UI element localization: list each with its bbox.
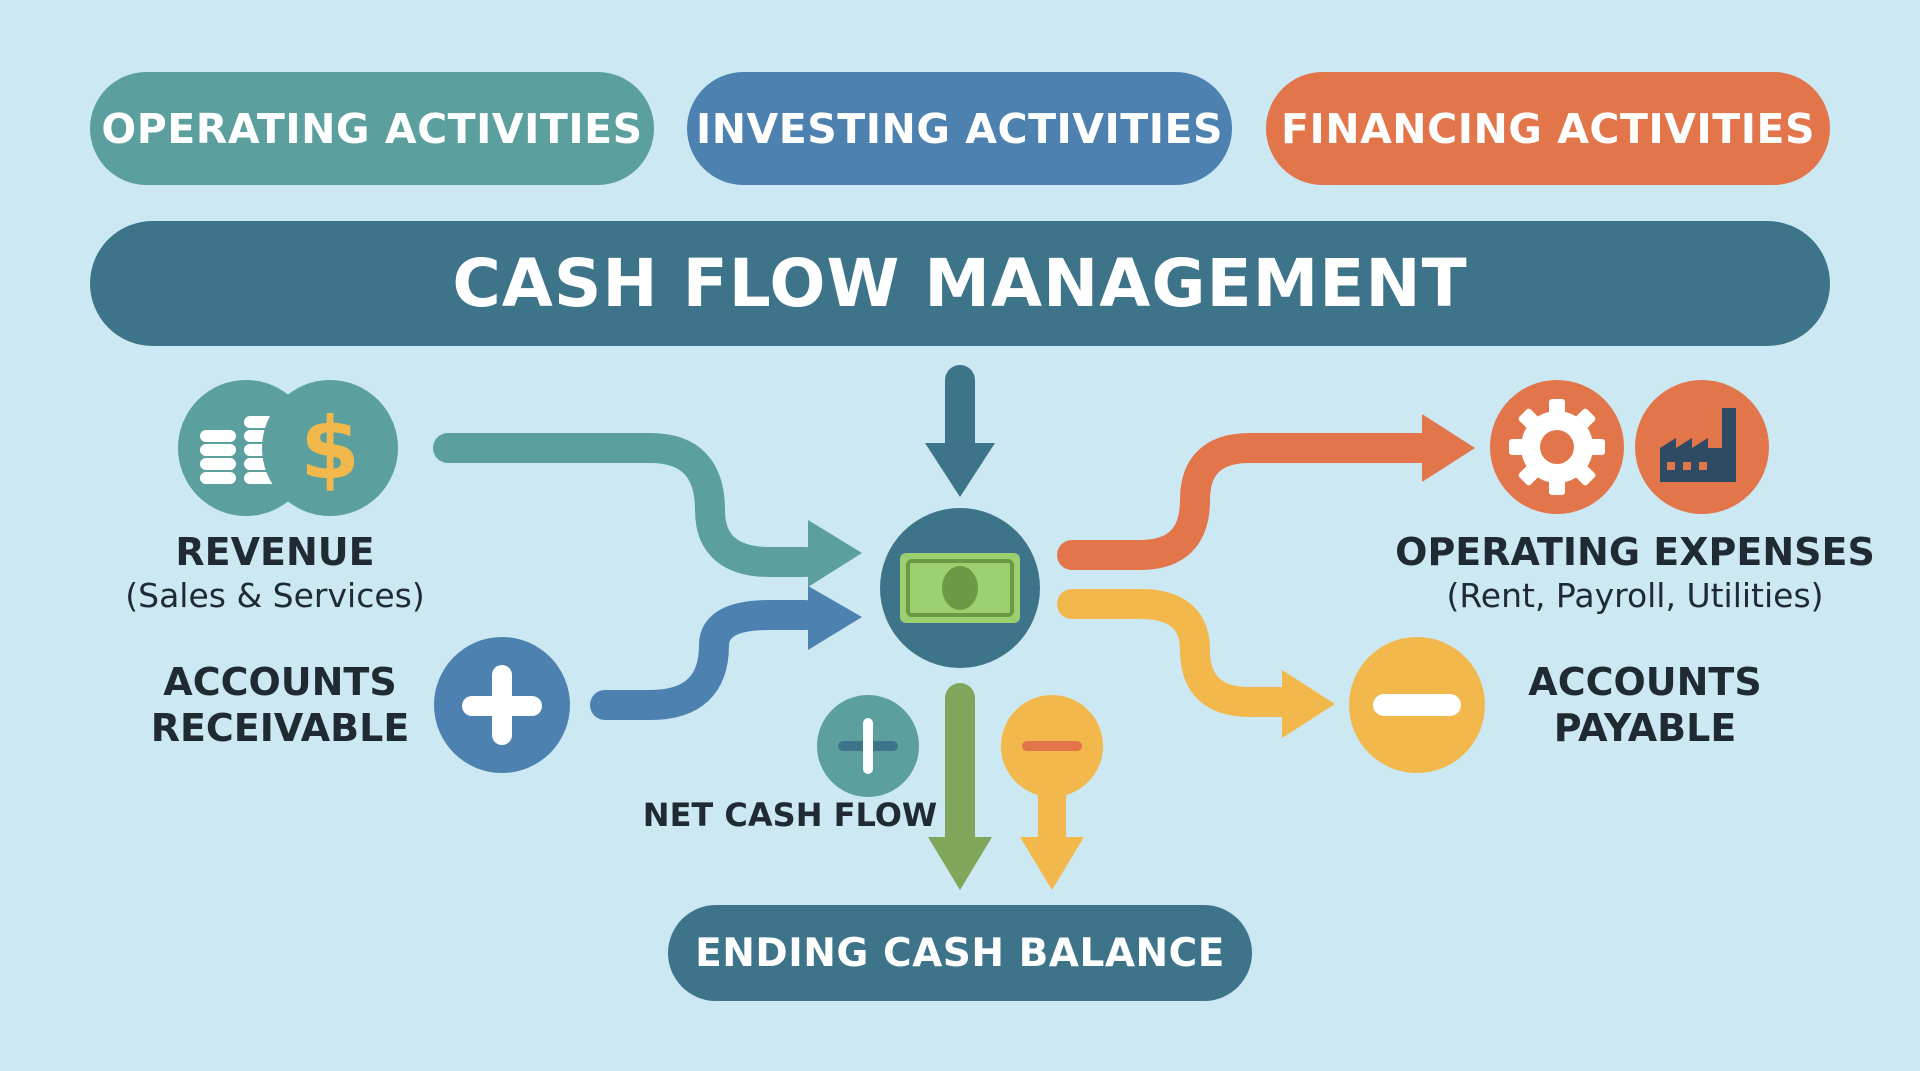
payable-line-1: ACCOUNTS [1528,660,1762,704]
net-plus-icon [817,695,919,797]
plus-icon [434,637,570,773]
gear-icon [1490,380,1624,514]
minus-icon [1349,637,1485,773]
money-bill-icon [880,508,1040,668]
revenue-title: REVENUE [175,530,375,574]
revenue-detail: (Sales & Services) [125,575,425,615]
dollar-icon: $ [262,380,398,516]
ending-cash-balance-pill: ENDING CASH BALANCE [668,905,1252,1001]
net-minus-icon [1001,695,1103,797]
financing-activities-pill: FINANCING ACTIVITIES [1266,72,1830,185]
operating-expenses-label: OPERATING EXPENSES (Rent, Payroll, Utili… [1385,530,1885,615]
payable-line-2: PAYABLE [1553,705,1737,750]
net-cash-flow-label: NET CASH FLOW [642,796,938,834]
net-flow-green-arrowhead [928,837,992,890]
payable-flow-arrowhead [1282,670,1335,738]
receivable-line-1: ACCOUNTS [163,660,397,704]
revenue-flow-line [433,433,820,577]
net-flow-yellow-arrowhead [1020,837,1084,890]
operating-expenses-detail: (Rent, Payroll, Utilities) [1446,575,1824,615]
receivable-line-2: RECEIVABLE [150,705,410,750]
expenses-flow-arrowhead [1422,414,1475,482]
payable-label: ACCOUNTS PAYABLE [1500,660,1790,751]
receivable-flow-line [590,600,820,720]
revenue-flow-arrowhead [808,520,862,587]
page-title: CASH FLOW MANAGEMENT [90,221,1830,346]
svg-text:$: $ [300,399,360,499]
investing-activities-pill: INVESTING ACTIVITIES [687,72,1232,185]
operating-activities-pill: OPERATING ACTIVITIES [90,72,654,185]
factory-icon [1635,380,1769,514]
receivable-flow-arrowhead [808,586,862,650]
top-inflow-arrowhead [925,443,995,497]
operating-expenses-title: OPERATING EXPENSES [1395,530,1875,574]
payable-flow-line [1057,589,1300,717]
expenses-flow-line [1057,433,1440,570]
revenue-label: REVENUE (Sales & Services) [100,530,450,615]
receivable-label: ACCOUNTS RECEIVABLE [130,660,430,751]
